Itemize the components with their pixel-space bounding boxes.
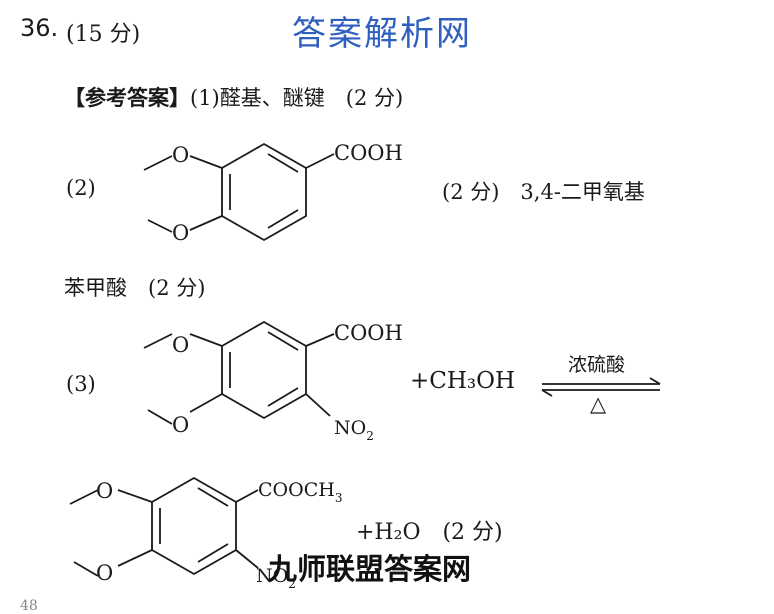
page-fragment-number: 48 [20,598,38,614]
nitro-symbol: NO [334,417,366,439]
nitro-subscript: 2 [288,577,296,591]
part3-label: (3) [66,372,96,396]
reaction-condition-bottom: △ [590,392,607,416]
watermark-top: 答案解析网 [292,14,472,54]
methoxy-oxygen: O [96,479,113,503]
reference-answer-label: 【参考答案】 [64,86,190,110]
nitro-label: NO2 [256,565,296,591]
methoxy-oxygen: O [172,143,189,167]
structure-nitro-acid: O O COOH NO2 [143,320,403,443]
nitro-symbol: NO [256,565,288,587]
part2-score-and-name: (2 分) 3,4-二甲氧基 [442,180,645,204]
carboxyl-label: COOH [334,141,403,165]
part2-name-continued: 苯甲酸 (2 分) [64,276,206,300]
carboxyl-label: COOH [334,321,403,345]
methoxy-oxygen: O [172,221,189,245]
equilibrium-arrow [541,377,661,397]
part2-label: (2) [66,176,96,200]
part3-reagent: +CH₃OH [410,368,516,394]
reaction-condition-top: 浓硫酸 [568,354,626,376]
methyl-ester-label: COOCH3 [258,479,342,505]
structure-dimethoxybenzoic-acid: O O COOH [143,141,403,245]
nitro-label: NO2 [334,417,374,443]
part3-byproduct: +H₂O (2 分) [356,520,503,545]
part1-text: (1)醛基、醚键 (2 分) [190,86,404,110]
watermark-bottom: 九师联盟答案网 [268,552,472,586]
structure-methyl-ester: O O COOCH3 NO2 [69,476,342,591]
question-score: (15 分) [66,22,141,47]
answer-line-1: 【参考答案】(1)醛基、醚键 (2 分) [64,82,403,112]
methoxy-oxygen: O [172,333,189,357]
methyl-ester-subscript: 3 [335,491,343,505]
nitro-subscript: 2 [366,429,374,443]
methoxy-oxygen: O [172,413,189,437]
methyl-ester-symbol: COOCH [258,479,335,501]
question-number: 36. [20,14,59,42]
methoxy-oxygen: O [96,561,113,585]
